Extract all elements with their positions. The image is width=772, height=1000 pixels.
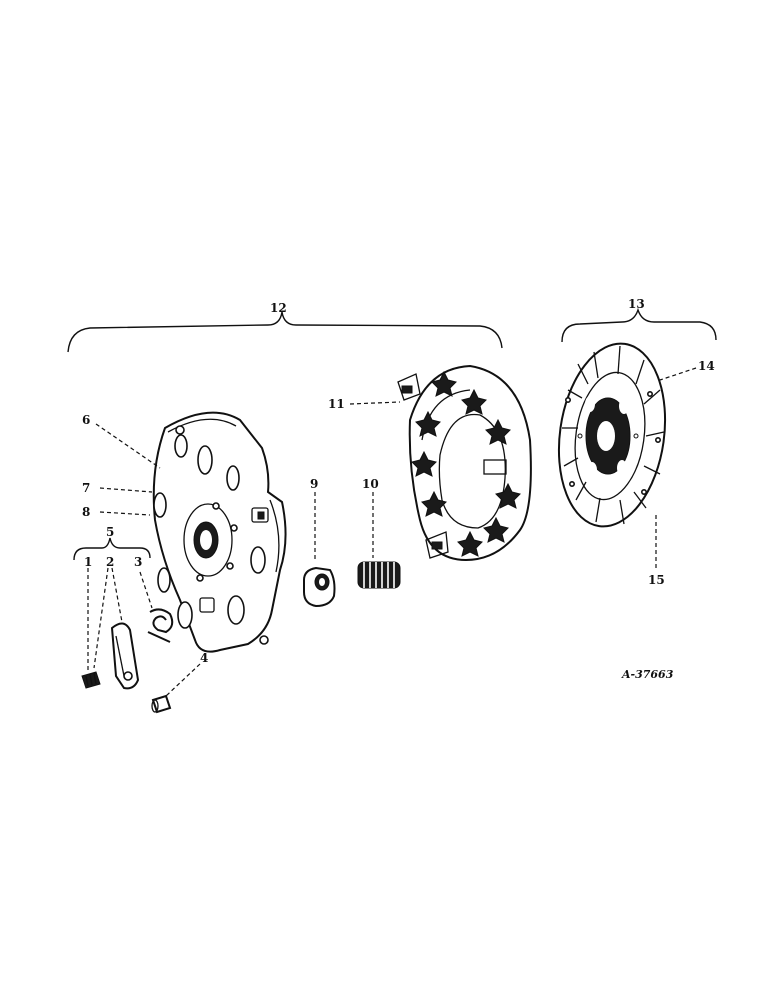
clutch-disc xyxy=(557,342,667,528)
leader-6 xyxy=(95,423,161,469)
callout-2: 2 xyxy=(106,555,114,569)
clutch-cover-plate xyxy=(152,411,287,653)
callout-4: 4 xyxy=(200,651,208,665)
release-lever-part xyxy=(110,622,140,690)
callout-9: 9 xyxy=(310,477,318,491)
leader-14 xyxy=(659,367,697,381)
leader-11 xyxy=(349,401,401,405)
spring-cup-part xyxy=(303,566,336,608)
bracket-group-5 xyxy=(73,537,151,561)
callout-14: 14 xyxy=(698,359,715,373)
callout-1: 1 xyxy=(84,555,92,569)
pressure-plate-ring xyxy=(397,364,532,562)
leader-2b xyxy=(111,567,123,623)
callout-3: 3 xyxy=(134,555,142,569)
callout-10: 10 xyxy=(362,477,379,491)
figure-id-label: A-37663 xyxy=(621,668,674,681)
pressure-spring-part xyxy=(357,561,401,589)
callout-5: 5 xyxy=(106,525,114,539)
callout-7: 7 xyxy=(82,481,90,495)
pin-part xyxy=(151,694,172,714)
bracket-group-13 xyxy=(561,307,717,343)
callout-15: 15 xyxy=(648,573,665,587)
leader-3 xyxy=(139,571,153,609)
bracket-group-12 xyxy=(67,311,503,353)
callout-13: 13 xyxy=(628,297,645,311)
leader-4 xyxy=(165,663,201,697)
spring-clip-part xyxy=(147,608,174,643)
callout-11: 11 xyxy=(328,397,345,411)
leader-8 xyxy=(99,511,151,516)
leader-2a xyxy=(93,567,109,669)
leader-7 xyxy=(99,487,153,493)
callout-6: 6 xyxy=(82,413,90,427)
callout-8: 8 xyxy=(82,505,90,519)
callout-12: 12 xyxy=(270,301,287,315)
threaded-screw-part xyxy=(81,671,101,689)
